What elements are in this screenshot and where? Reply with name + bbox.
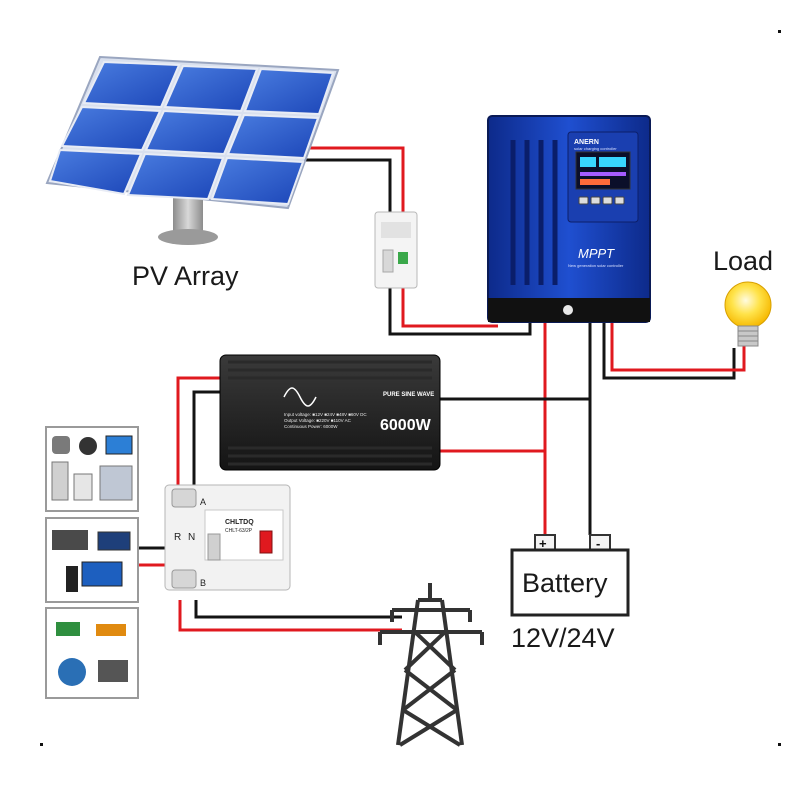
controller-brand: ANERN bbox=[574, 139, 599, 146]
appliance-group-tools bbox=[45, 607, 139, 699]
monitor-icon bbox=[81, 561, 123, 587]
rice-cooker-icon bbox=[52, 436, 70, 454]
ats-grid-negative bbox=[194, 600, 402, 619]
battery-icon: + - bbox=[510, 534, 630, 617]
pv-array-label: PV Array bbox=[132, 261, 239, 291]
fridge-icon bbox=[51, 461, 69, 501]
printer-icon bbox=[52, 530, 88, 550]
battery-label: Battery bbox=[522, 568, 608, 598]
battery-positive: + bbox=[539, 536, 547, 551]
ats-terminal-r: R bbox=[174, 532, 181, 543]
power-tower-icon bbox=[378, 583, 484, 747]
laptop-icon bbox=[97, 531, 131, 551]
battery-body bbox=[510, 548, 630, 617]
sine-wave-icon bbox=[283, 387, 317, 407]
appliance-group-household bbox=[45, 426, 139, 512]
controller-model: MPPT bbox=[578, 246, 615, 261]
inverter-power: 6000W bbox=[380, 417, 432, 434]
ats-terminal-n: N bbox=[188, 532, 195, 543]
ctrl-load-positive bbox=[610, 322, 752, 372]
pv-wire-negative bbox=[290, 158, 392, 212]
solar-panel-icon bbox=[45, 55, 340, 245]
inverter-type: PURE SINE WAVE bbox=[383, 392, 434, 398]
microwave-icon bbox=[99, 465, 133, 501]
breaker-ctrl-negative bbox=[388, 288, 532, 336]
dc-breaker-icon bbox=[374, 211, 418, 289]
ctrl-load-negative bbox=[602, 322, 736, 380]
ats-terminal-a: A bbox=[200, 497, 206, 507]
inv-ats-positive bbox=[176, 376, 220, 498]
inverter-spec-1: Input voltage: ■12V ■24V ■48V ■60V DC bbox=[284, 412, 367, 417]
motor-icon bbox=[58, 658, 86, 686]
washer-icon bbox=[73, 473, 93, 501]
inverter-spec-2: Output Voltage: ■220V ■110V AC bbox=[284, 418, 352, 423]
battery-voltage-label: 12V/24V bbox=[511, 623, 615, 653]
controller-logo bbox=[563, 305, 573, 315]
controller-fins bbox=[510, 140, 558, 285]
inv-ats-negative bbox=[192, 390, 220, 498]
inverter: PURE SINE WAVE Input voltage: ■12V ■24V … bbox=[219, 354, 441, 471]
inverter-body bbox=[219, 354, 441, 471]
controller-buttons bbox=[578, 196, 625, 205]
panel-base bbox=[158, 229, 218, 245]
drill-icon bbox=[56, 622, 80, 636]
desktop-tower-icon bbox=[66, 566, 78, 592]
ats-grid-positive bbox=[178, 600, 402, 632]
panel-cells bbox=[48, 60, 335, 206]
controller-tagline: New generation solar controller bbox=[568, 263, 624, 268]
ats-brand: CHLTDQ bbox=[225, 519, 254, 526]
ats-terminal-b: B bbox=[200, 578, 206, 588]
breaker-ctrl-positive bbox=[401, 288, 498, 328]
corner-marks bbox=[40, 30, 781, 746]
wires bbox=[137, 146, 752, 632]
tv-icon bbox=[105, 435, 133, 455]
ats-model: CHLT-63/2P bbox=[225, 528, 253, 534]
kettle-icon bbox=[79, 437, 97, 455]
grinder-icon bbox=[96, 624, 126, 636]
load-label: Load bbox=[713, 246, 773, 276]
appliance-group-office bbox=[45, 517, 139, 603]
light-bulb-icon bbox=[724, 281, 772, 347]
inverter-fins bbox=[228, 360, 432, 466]
battery-negative: - bbox=[596, 536, 600, 551]
lcd-segments bbox=[580, 157, 626, 185]
inverter-spec-3: Continuous Power: 6000W bbox=[284, 424, 338, 429]
mppt-controller: ANERN solar charging controller MPPT New… bbox=[487, 115, 651, 323]
controller-subtitle: solar charging controller bbox=[574, 146, 617, 151]
pv-wire-positive bbox=[290, 146, 405, 212]
ats-switch: R N A B CHLTDQ CHLT-63/2P bbox=[164, 484, 291, 591]
compressor-icon bbox=[98, 660, 128, 682]
